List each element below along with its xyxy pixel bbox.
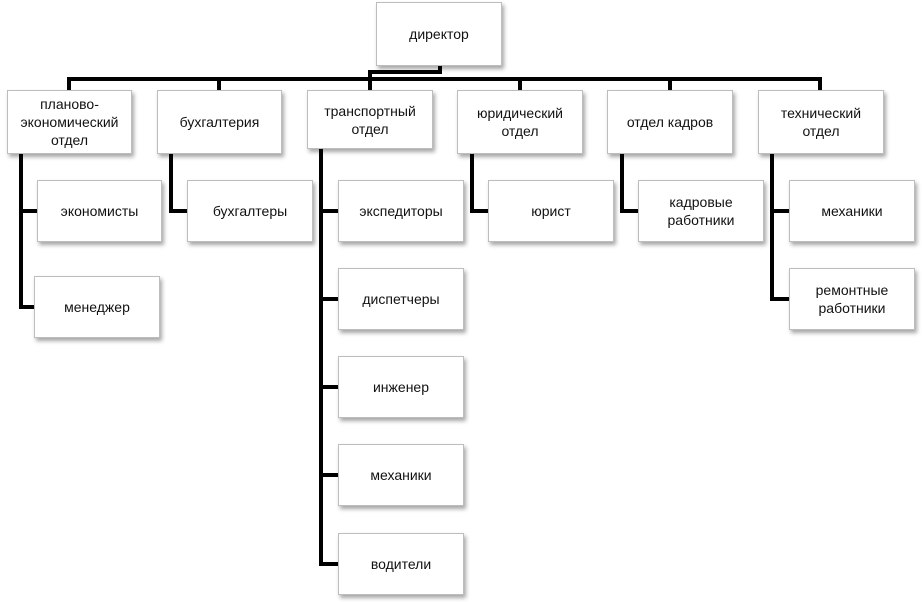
staff-node-hr-workers: кадровые работники (638, 180, 764, 242)
dept-node-technical: технический отдел (758, 90, 884, 154)
dept-node-planning-economic: планово- экономический отдел (7, 90, 132, 154)
root-node-director: директор (376, 2, 502, 66)
staff-node-economists: экономисты (37, 180, 162, 242)
dept-node-transport: транспортный отдел (307, 90, 433, 149)
dept-node-hr: отдел кадров (607, 90, 733, 154)
staff-node-mechanics-technical: механики (789, 180, 915, 242)
staff-node-accountants: бухгалтеры (187, 180, 313, 242)
staff-node-dispatchers: диспетчеры (338, 268, 464, 330)
staff-node-lawyer: юрист (488, 180, 614, 242)
dept-node-legal: юридический отдел (457, 90, 583, 154)
staff-node-manager: менеджер (34, 276, 160, 338)
staff-node-repair-workers: ремонтные работники (789, 268, 915, 330)
staff-node-drivers: водители (338, 533, 464, 595)
staff-node-mechanics-transport: механики (338, 444, 464, 506)
dept-node-accounting: бухгалтерия (157, 90, 282, 154)
staff-node-forwarders: экспедиторы (338, 180, 464, 242)
staff-node-engineer: инженер (338, 356, 464, 418)
